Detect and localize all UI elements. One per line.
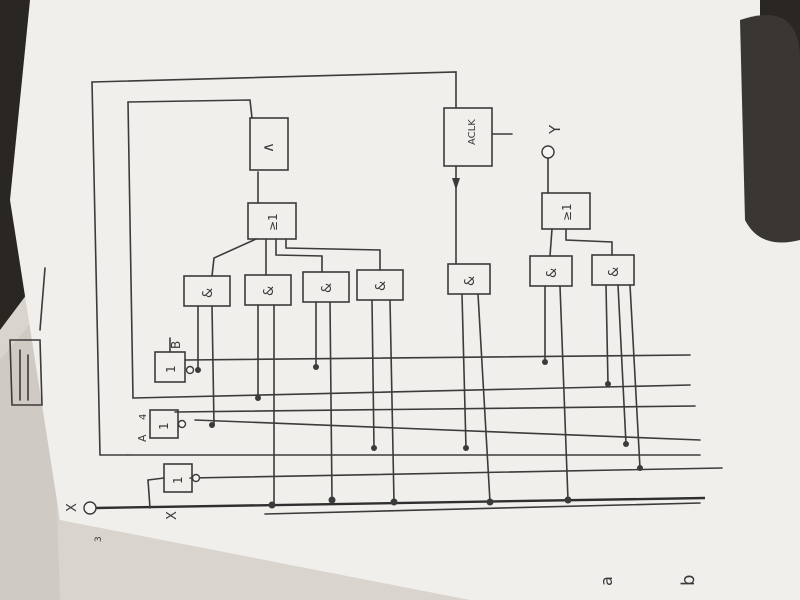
dff-aclk-label: ACLK bbox=[467, 119, 478, 145]
not-gate-a-symbol: 1 bbox=[157, 422, 171, 430]
and-gate-6-symbol: & bbox=[545, 268, 560, 278]
scribble-stroke bbox=[39, 267, 46, 331]
or-gate-right: ≥1 Y bbox=[541, 124, 613, 257]
not-gate-a-label: A bbox=[136, 434, 149, 442]
not-gate-x-symbol: 1 bbox=[171, 476, 185, 484]
and-gate-7-symbol: & bbox=[607, 267, 622, 277]
signal-line-6 bbox=[189, 467, 723, 479]
or-gate-left-symbol: ≥1 bbox=[266, 213, 280, 231]
input-x-label: X bbox=[65, 503, 80, 512]
feedback-wire-top bbox=[91, 71, 457, 109]
top-latch-gate: ∧ bbox=[249, 117, 289, 171]
feedback-wire-inner-down bbox=[127, 101, 134, 399]
signal-line-4 bbox=[194, 419, 701, 441]
feedback-wire-outer bbox=[91, 81, 129, 456]
and-gate-2-symbol: & bbox=[262, 286, 277, 296]
corner-label-b: b bbox=[678, 575, 699, 586]
output-y-label: Y bbox=[546, 124, 564, 135]
input-x-terminal bbox=[83, 501, 97, 515]
not-gate-b-label: B bbox=[169, 341, 183, 349]
or-gate-left: ≥1 bbox=[211, 171, 381, 277]
scribble-box bbox=[9, 339, 43, 406]
scribble-lines bbox=[19, 349, 29, 401]
and-gate-3-symbol: & bbox=[320, 283, 335, 293]
not-gate-a-bubble bbox=[177, 419, 187, 429]
paper-sheet-main bbox=[10, 0, 800, 600]
signal-line-3 bbox=[174, 405, 696, 413]
signal-line-1 bbox=[184, 354, 691, 361]
signal-line-2 bbox=[132, 384, 691, 399]
dff-aclk: ACLK bbox=[443, 107, 513, 265]
and-gate-5: & bbox=[447, 263, 491, 503]
or-gate-right-symbol: ≥1 bbox=[560, 203, 574, 221]
not-gate-a: 1 A 4 bbox=[136, 409, 187, 442]
and-gate-1-symbol: & bbox=[201, 288, 216, 298]
small-mark: 3 bbox=[94, 536, 104, 542]
and-gate-2: & bbox=[244, 274, 292, 506]
not-gate-x-bubble bbox=[191, 473, 201, 483]
and-gate-6: & bbox=[529, 255, 573, 501]
not-gate-b-symbol: 1 bbox=[164, 365, 178, 373]
and-gate-4-symbol: & bbox=[374, 281, 389, 291]
and-gate-3: & bbox=[302, 271, 350, 501]
not-gate-x: 1 bbox=[147, 463, 201, 509]
not-gate-b: 1 B bbox=[154, 337, 195, 383]
not-gate-b-bubble bbox=[185, 365, 195, 375]
input-x-lower-label: X bbox=[165, 511, 180, 520]
corner-label-a: a bbox=[597, 576, 616, 586]
top-latch-symbol: ∧ bbox=[259, 142, 277, 153]
and-gate-5-symbol: & bbox=[463, 276, 478, 286]
and-gate-1: & bbox=[183, 275, 231, 426]
output-y-terminal bbox=[541, 145, 555, 159]
input-x-line bbox=[94, 496, 706, 510]
feedback-wire-inner bbox=[127, 99, 253, 119]
not-gate-a-sub: 4 bbox=[138, 414, 149, 420]
junction-dots bbox=[195, 359, 643, 509]
and-gate-7: & bbox=[591, 254, 641, 469]
dark-corner bbox=[740, 15, 800, 243]
input-x-line-shadow bbox=[264, 502, 701, 515]
